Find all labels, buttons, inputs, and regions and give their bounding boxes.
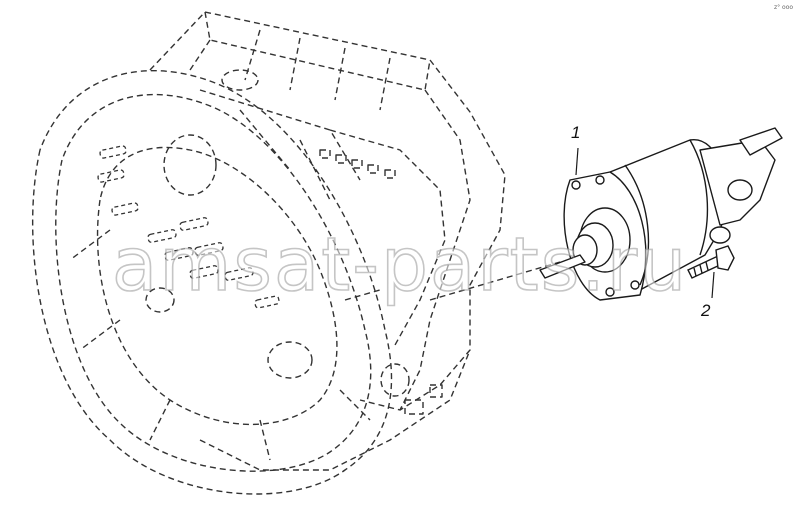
housing-side-detail	[329, 129, 446, 346]
housing-bottom	[199, 349, 471, 471]
leader-2	[711, 271, 715, 299]
booster-rear-port	[727, 179, 753, 201]
housing-holes	[319, 149, 396, 179]
stud-7	[194, 242, 224, 256]
housing-boss-5	[145, 287, 175, 313]
stud-4	[147, 229, 177, 243]
part-2-bolt	[687, 245, 735, 279]
housing-ribs-1	[189, 29, 391, 111]
housing-top-body	[149, 11, 506, 411]
flange-lug-3	[630, 280, 640, 290]
bell-bore	[96, 146, 338, 426]
callout-leaders	[575, 147, 715, 299]
housing-boss-3	[380, 363, 410, 397]
housing-bottom-lug	[404, 384, 443, 415]
stud-1	[99, 145, 127, 159]
booster-band-1	[624, 164, 650, 286]
bell-flange-outer	[32, 69, 393, 495]
booster-side-port	[709, 226, 731, 244]
transmission-housing	[32, 11, 561, 495]
corner-mark: z° ооо	[774, 4, 794, 11]
stud-3	[111, 202, 139, 216]
flange-lug-1	[571, 180, 581, 190]
assembly-axis-line	[429, 261, 561, 301]
housing-boss-1	[221, 69, 259, 91]
housing-top-ridge	[204, 11, 431, 91]
housing-ribs-2	[199, 89, 361, 201]
stud-2	[97, 169, 125, 183]
flange-lug-4	[605, 287, 615, 297]
booster-band-2	[689, 139, 709, 256]
callout-label-2: 2	[701, 301, 711, 320]
callout-label-1: 1	[571, 123, 581, 142]
bolt-head	[715, 245, 735, 271]
booster-rear-pipe	[739, 127, 783, 156]
bolt-thread	[693, 261, 709, 277]
flange-lug-2	[595, 175, 605, 185]
stud-6	[164, 247, 194, 261]
housing-boss-4	[267, 341, 313, 379]
stud-8	[189, 265, 219, 279]
housing-studs	[97, 145, 280, 309]
stud-5	[179, 217, 209, 231]
leader-1	[575, 147, 579, 176]
bell-flange-inner	[55, 93, 372, 472]
stud-9	[224, 267, 254, 281]
booster-push-rod	[539, 254, 586, 279]
stud-10	[254, 295, 280, 309]
housing-boss-2	[163, 134, 217, 196]
housing-side-face	[399, 89, 471, 411]
bell-inner-ribs	[69, 229, 381, 461]
part-1-clutch-booster	[539, 127, 783, 301]
